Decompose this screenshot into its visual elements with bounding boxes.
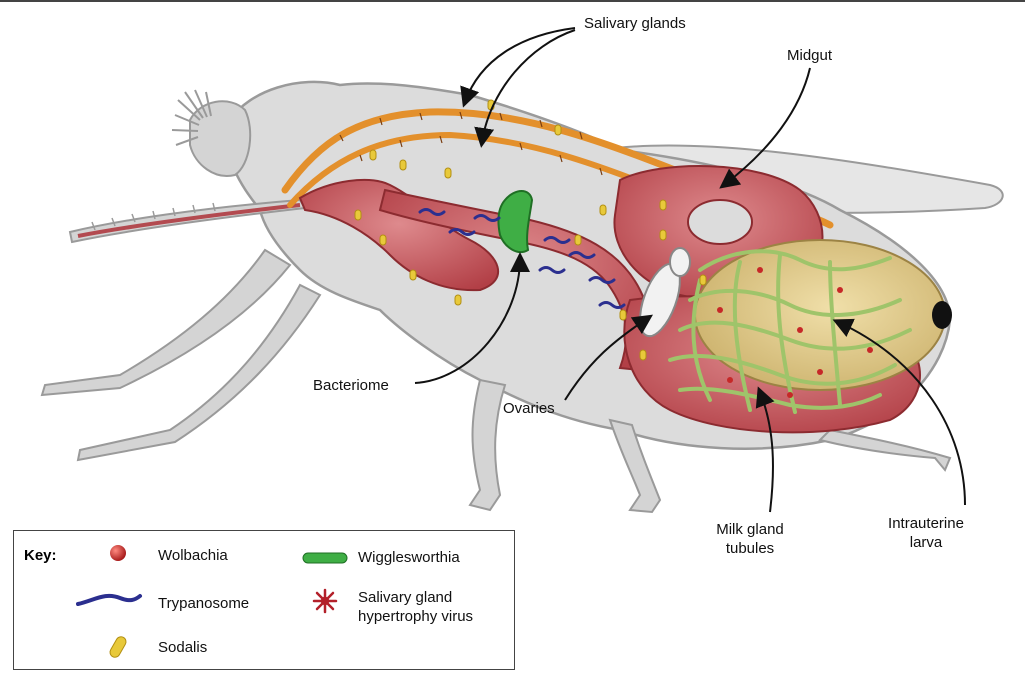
midgut-lumen bbox=[688, 200, 752, 244]
key-label-sghv-line2: hypertrophy virus bbox=[358, 607, 473, 626]
label-salivary-glands: Salivary glands bbox=[584, 14, 686, 33]
label-milk-gland-tubules: Milk gland tubules bbox=[700, 520, 800, 558]
label-milk-gland-line2: tubules bbox=[700, 539, 800, 558]
key-label-trypanosome: Trypanosome bbox=[158, 594, 249, 613]
label-intrauterine-larva: Intrauterine larva bbox=[876, 514, 976, 552]
label-milk-gland-line1: Milk gland bbox=[700, 520, 800, 539]
label-intrauterine-line2: larva bbox=[876, 533, 976, 552]
larva-mouth bbox=[932, 301, 952, 329]
label-ovaries: Ovaries bbox=[503, 399, 555, 418]
label-intrauterine-line1: Intrauterine bbox=[876, 514, 976, 533]
key-label-sodalis: Sodalis bbox=[158, 638, 207, 657]
key-title: Key: bbox=[24, 547, 57, 564]
key-label-wigglesworthia: Wigglesworthia bbox=[358, 548, 460, 567]
label-midgut: Midgut bbox=[787, 46, 832, 65]
key-label-wolbachia: Wolbachia bbox=[158, 546, 228, 565]
key-label-sghv-line1: Salivary gland bbox=[358, 588, 452, 607]
label-bacteriome: Bacteriome bbox=[313, 376, 389, 395]
